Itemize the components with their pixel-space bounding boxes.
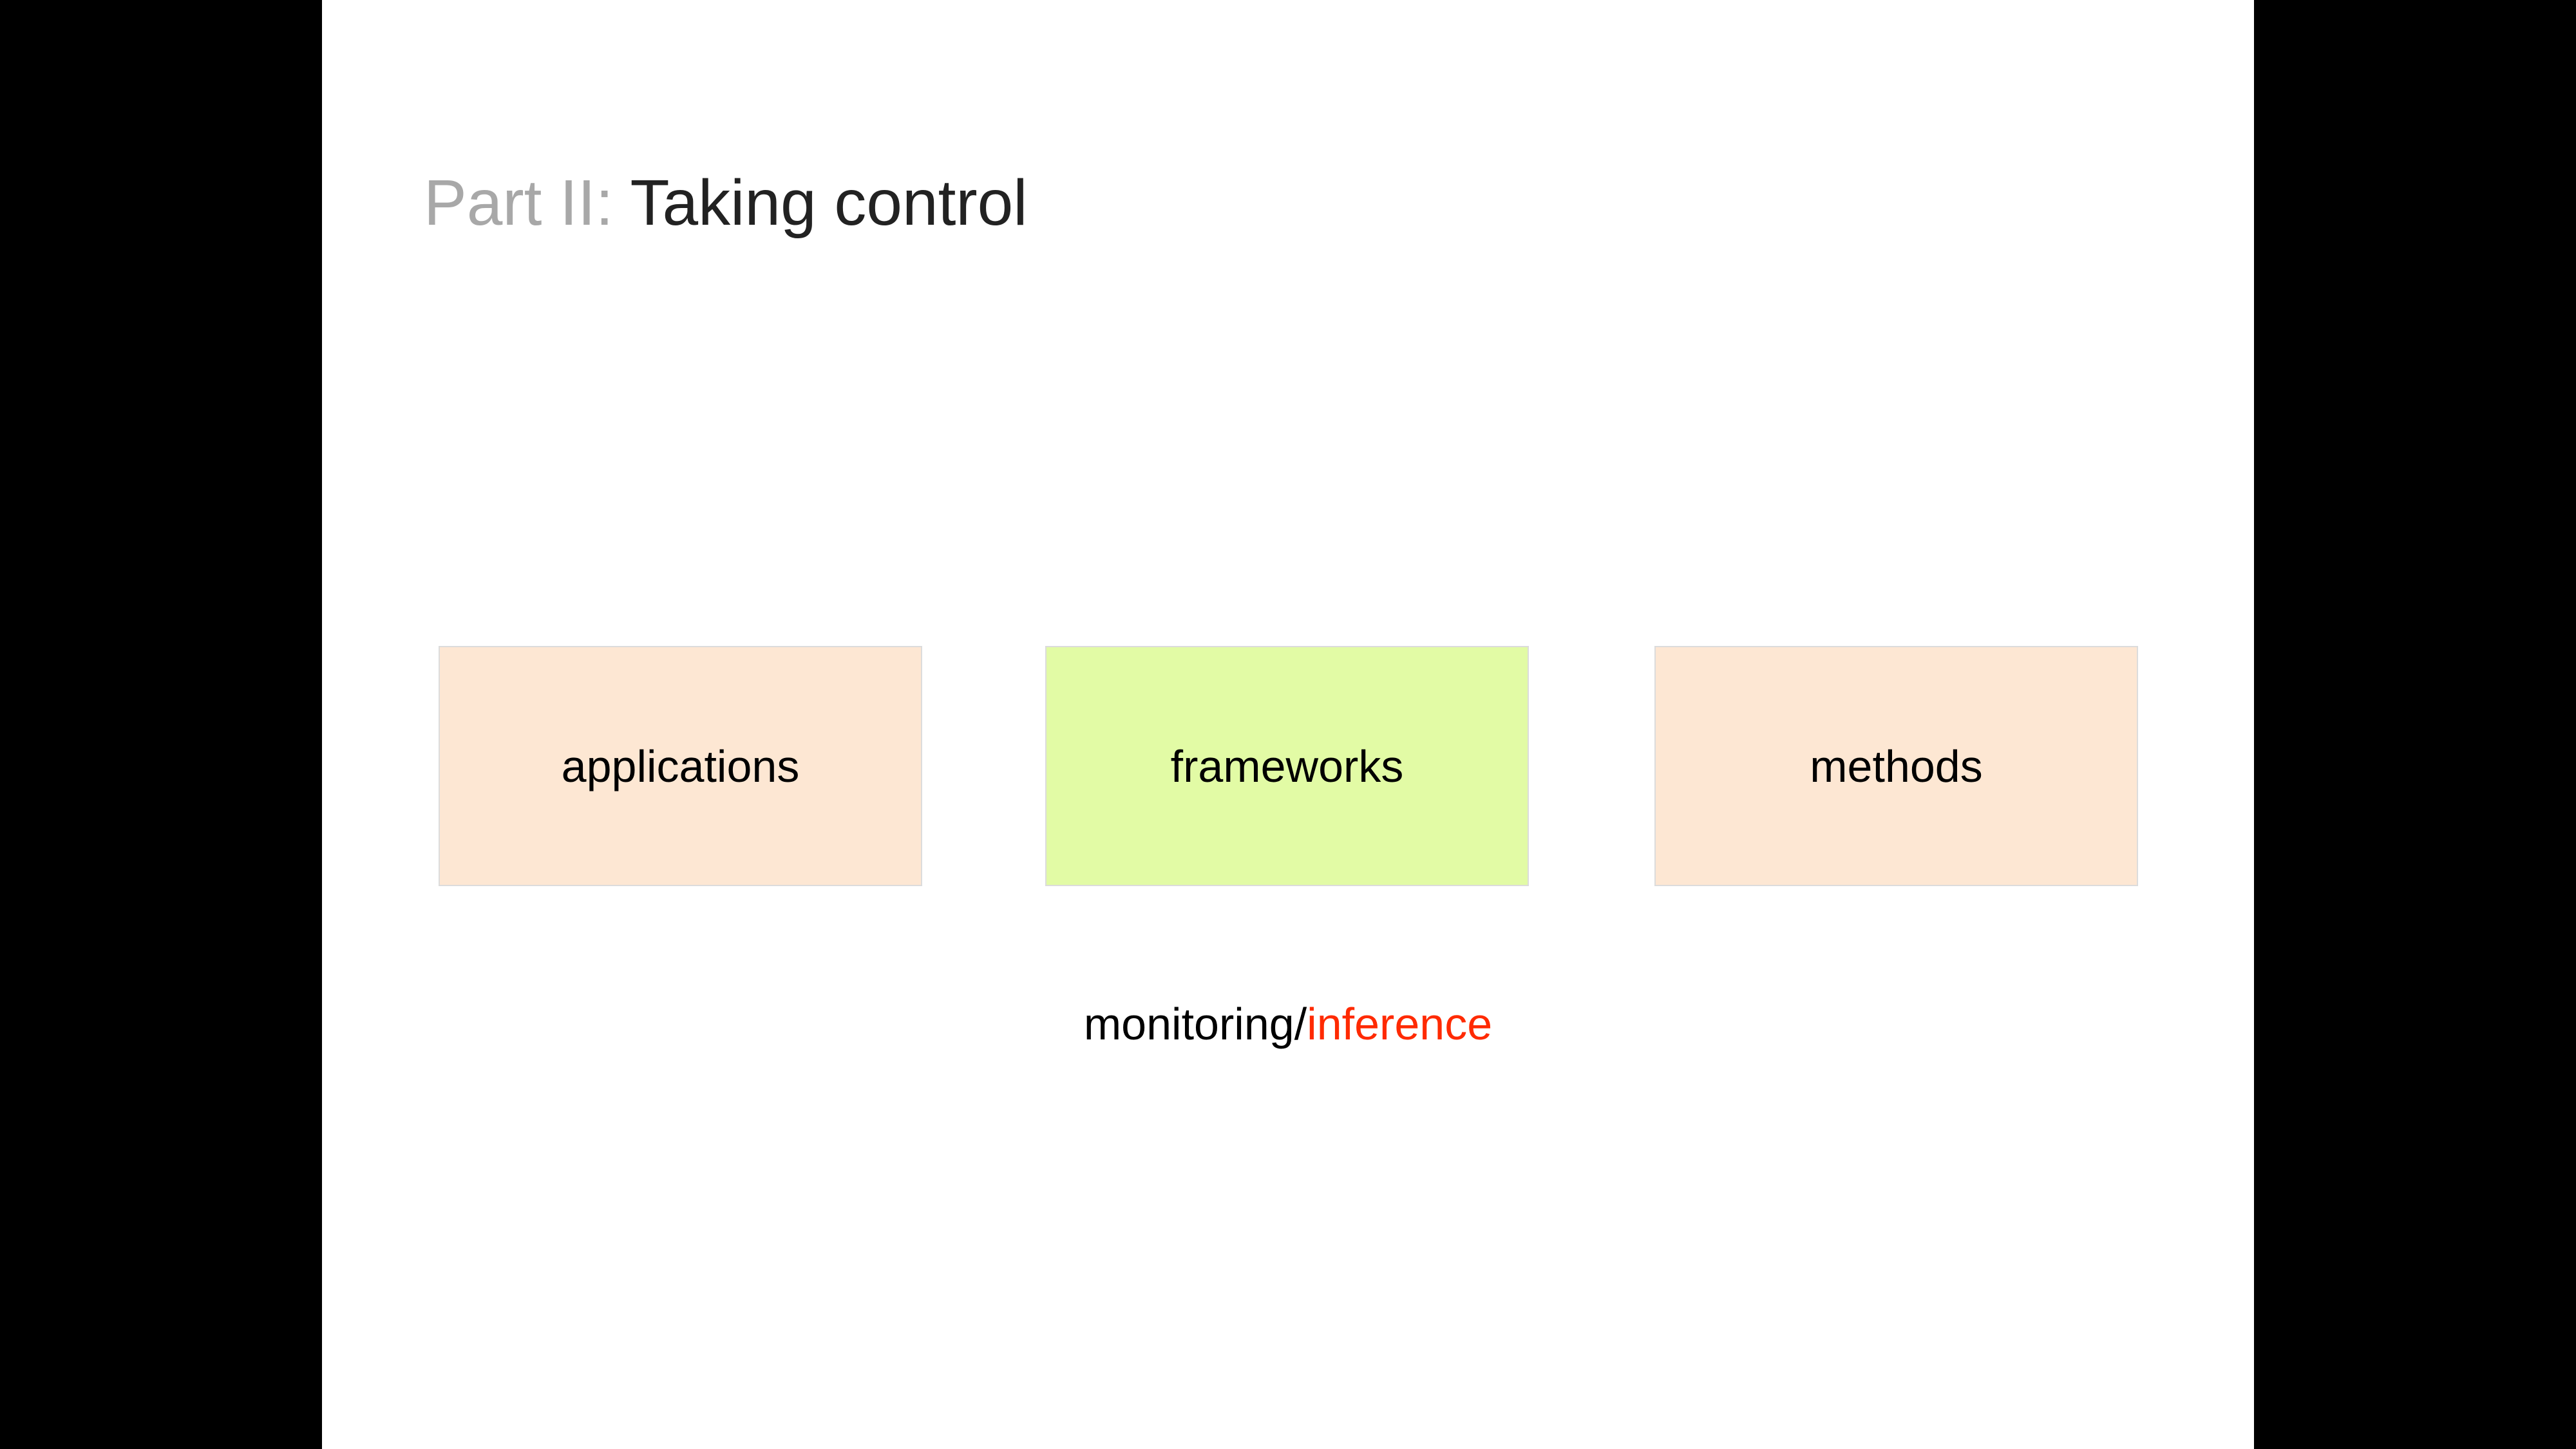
box-methods: methods bbox=[1654, 646, 2138, 886]
caption: monitoring/inference bbox=[322, 995, 2254, 1053]
caption-inference: inference bbox=[1307, 999, 1493, 1049]
title-main: Taking control bbox=[630, 167, 1028, 239]
box-frameworks: frameworks bbox=[1045, 646, 1529, 886]
box-label: methods bbox=[1810, 741, 1983, 791]
slide-title: Part II: Taking control bbox=[424, 161, 1028, 245]
caption-monitoring: monitoring bbox=[1083, 999, 1294, 1049]
box-label: frameworks bbox=[1170, 741, 1404, 791]
slide: Part II: Taking control applications fra… bbox=[322, 0, 2254, 1449]
box-label: applications bbox=[561, 741, 800, 791]
box-applications: applications bbox=[439, 646, 922, 886]
caption-separator: / bbox=[1294, 999, 1307, 1049]
title-prefix: Part II: bbox=[424, 167, 614, 239]
